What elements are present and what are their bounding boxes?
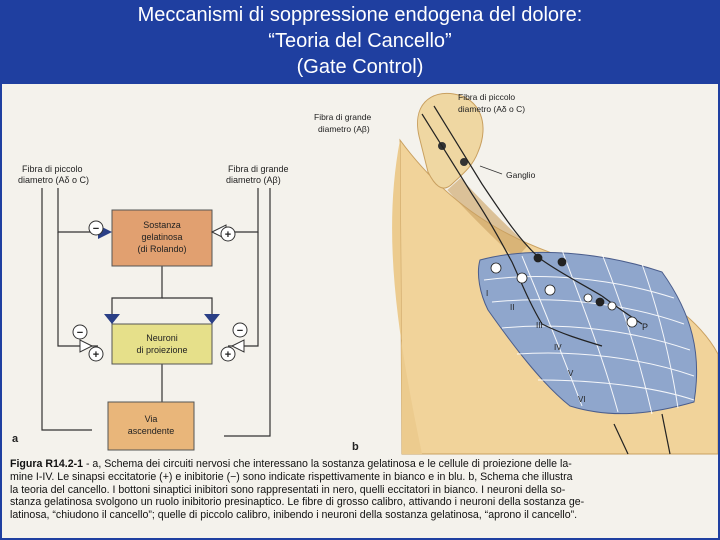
projection-label-p: P [642, 322, 648, 332]
minus-sign-2: − [77, 327, 83, 339]
panel-b-label: b [352, 441, 359, 453]
lamina-iii-label: III [536, 321, 543, 330]
horn-terminal-3 [544, 284, 556, 296]
lamina-iv-label: IV [554, 343, 562, 352]
plus-sign-2: + [93, 349, 99, 361]
ascending-box-line-2: ascendente [128, 426, 175, 436]
panel-b-large-fiber-label-1: Fibra di grande [314, 112, 371, 122]
substantia-box-line-3: (di Rolando) [137, 244, 186, 254]
excitatory-synapse-2 [79, 339, 94, 353]
caption-first-line-text: - a, Schema dei circuiti nervosi che int… [83, 458, 572, 470]
minus-sign-3: − [237, 325, 243, 337]
minus-sign-circle-3 [232, 322, 248, 338]
plus-sign-3: + [225, 349, 231, 361]
figure-caption: Figura R14.2-1 - a, Schema dei circuiti … [10, 458, 710, 522]
panel-a-diagram: Fibra di piccolo diametro (Aδ o C) Fibra… [12, 164, 289, 451]
minus-sign-circle-1 [88, 220, 104, 236]
horn-terminal-4 [583, 293, 593, 303]
ascending-box-line-1: Via [145, 414, 158, 424]
lamina-v-label: V [568, 369, 574, 378]
lamina-ii-label: II [510, 303, 514, 312]
figure-diagrams: Fibra di piccolo diametro (Aδ o C) Fibra… [12, 92, 718, 455]
caption-figure-label: Figura R14.2-1 [10, 458, 84, 470]
panel-a-small-fiber-label-2: diametro (Aδ o C) [18, 175, 89, 185]
excitatory-synapse-3 [230, 339, 245, 353]
caption-line-5: latinosa, “chiudono il cancello”; quelle… [10, 509, 578, 522]
substantia-gelatinosa-box [111, 209, 213, 267]
caption-line-2: mine I-IV. Le sinapsi eccitatorie (+) e … [10, 470, 573, 483]
projection-neurons-box [111, 323, 213, 365]
plus-sign-1: + [225, 229, 231, 241]
inhibitory-synapse-3 [204, 314, 220, 324]
panel-a-large-fiber-label-2: diametro (Aβ) [226, 175, 281, 185]
projection-neuron-cell [626, 316, 638, 328]
spinal-cord-edge [392, 140, 422, 454]
horn-terminal-2 [516, 272, 528, 284]
panel-b-diagram: Fibra di piccolo diametro (Aδ o C) Fibra… [314, 92, 718, 455]
panel-b-small-fiber-label-2: diametro (Aδ o C) [458, 104, 525, 114]
caption-line-1: Figura R14.2-1 - a, Schema dei circuiti … [10, 458, 710, 471]
ganglion-neuron-2 [460, 158, 468, 166]
horn-terminal-1 [490, 262, 502, 274]
plus-sign-circle-1 [220, 226, 236, 242]
plus-sign-circle-3 [220, 346, 236, 362]
horn-terminal-5 [595, 297, 605, 307]
slide-title: Meccanismi di soppressione endogena del … [0, 0, 720, 84]
minus-sign-1: − [93, 223, 99, 235]
panel-a-label: a [12, 433, 19, 445]
projection-box-line-2: di proiezione [136, 345, 187, 355]
caption-line-3: la teoria del cancello. I bottoni sinapt… [10, 483, 566, 496]
panel-a-small-fiber-label-1: Fibra di piccolo [22, 164, 83, 174]
substantia-box-line-2: gelatinosa [141, 232, 182, 242]
lamina-vi-label: VI [578, 395, 586, 404]
projection-box-line-1: Neuroni [146, 333, 178, 343]
panel-a-large-fiber-label-1: Fibra di grande [228, 164, 289, 174]
inhibitory-synapse-2 [104, 314, 120, 324]
title-line-1: Meccanismi di soppressione endogena del … [137, 4, 583, 26]
title-line-2: “Teoria del Cancello” [268, 30, 452, 52]
panel-b-large-fiber-label-2: diametro (Aβ) [318, 124, 370, 134]
horn-inhibitory-terminal-1 [533, 253, 543, 263]
ganglion-label: Ganglio [506, 170, 536, 180]
lamina-i-label: I [486, 289, 488, 298]
horn-terminal-6 [607, 301, 617, 311]
plus-sign-circle-2 [88, 346, 104, 362]
caption-line-4: stanza gelatinosa svolgono un ruolo inib… [10, 496, 585, 509]
minus-sign-circle-2 [72, 324, 88, 340]
textbook-figure: Fibra di piccolo diametro (Aδ o C) Fibra… [2, 84, 718, 538]
title-line-3: (Gate Control) [296, 56, 424, 78]
horn-inhibitory-terminal-2 [557, 257, 567, 267]
substantia-box-line-1: Sostanza [143, 220, 181, 230]
ascending-pathway-box [107, 401, 195, 451]
panel-b-small-fiber-label-1: Fibra di piccolo [458, 92, 515, 102]
